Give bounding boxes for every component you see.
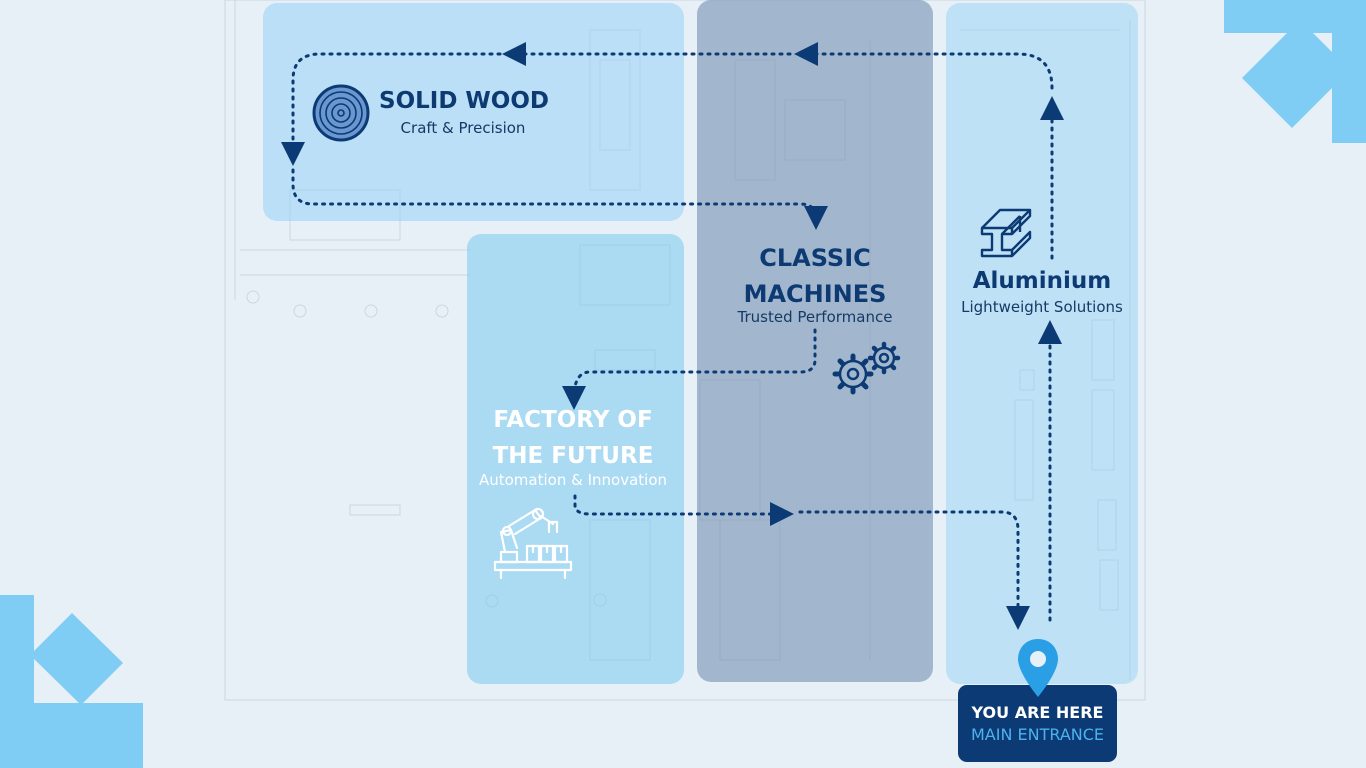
factory-future-title-line1: FACTORY OF — [493, 407, 653, 433]
aluminium-subtitle: Lightweight Solutions — [961, 298, 1123, 316]
you-are-here-badge — [958, 685, 1117, 762]
factory-future-title-line2: THE FUTURE — [492, 443, 654, 469]
steel-beam-icon — [980, 208, 1032, 258]
you-are-here-title: YOU ARE HERE — [971, 703, 1104, 722]
solid-wood-title: SOLID WOOD — [379, 88, 549, 114]
classic-machines-title-line2: MACHINES — [743, 280, 887, 308]
corner-arrow-bottom-left-icon — [0, 595, 143, 768]
factory-future-subtitle: Automation & Innovation — [478, 471, 667, 489]
main-entrance-label: MAIN ENTRANCE — [970, 725, 1105, 744]
aluminium-title: Aluminium — [972, 268, 1112, 294]
factory-future-title: FACTORY OF THE FUTURE — [467, 402, 679, 474]
classic-machines-title: CLASSIC MACHINES — [697, 240, 933, 312]
corner-arrow-top-right-icon — [1224, 0, 1366, 143]
robot-arm-icon — [493, 507, 573, 580]
zone-factory-of-the-future — [467, 234, 684, 684]
wood-log-icon — [312, 84, 370, 142]
classic-machines-subtitle: Trusted Performance — [737, 308, 893, 326]
solid-wood-subtitle: Craft & Precision — [400, 119, 526, 137]
gears-icon — [832, 341, 901, 395]
location-pin-icon — [1018, 639, 1058, 697]
classic-machines-title-line1: CLASSIC — [759, 244, 871, 272]
